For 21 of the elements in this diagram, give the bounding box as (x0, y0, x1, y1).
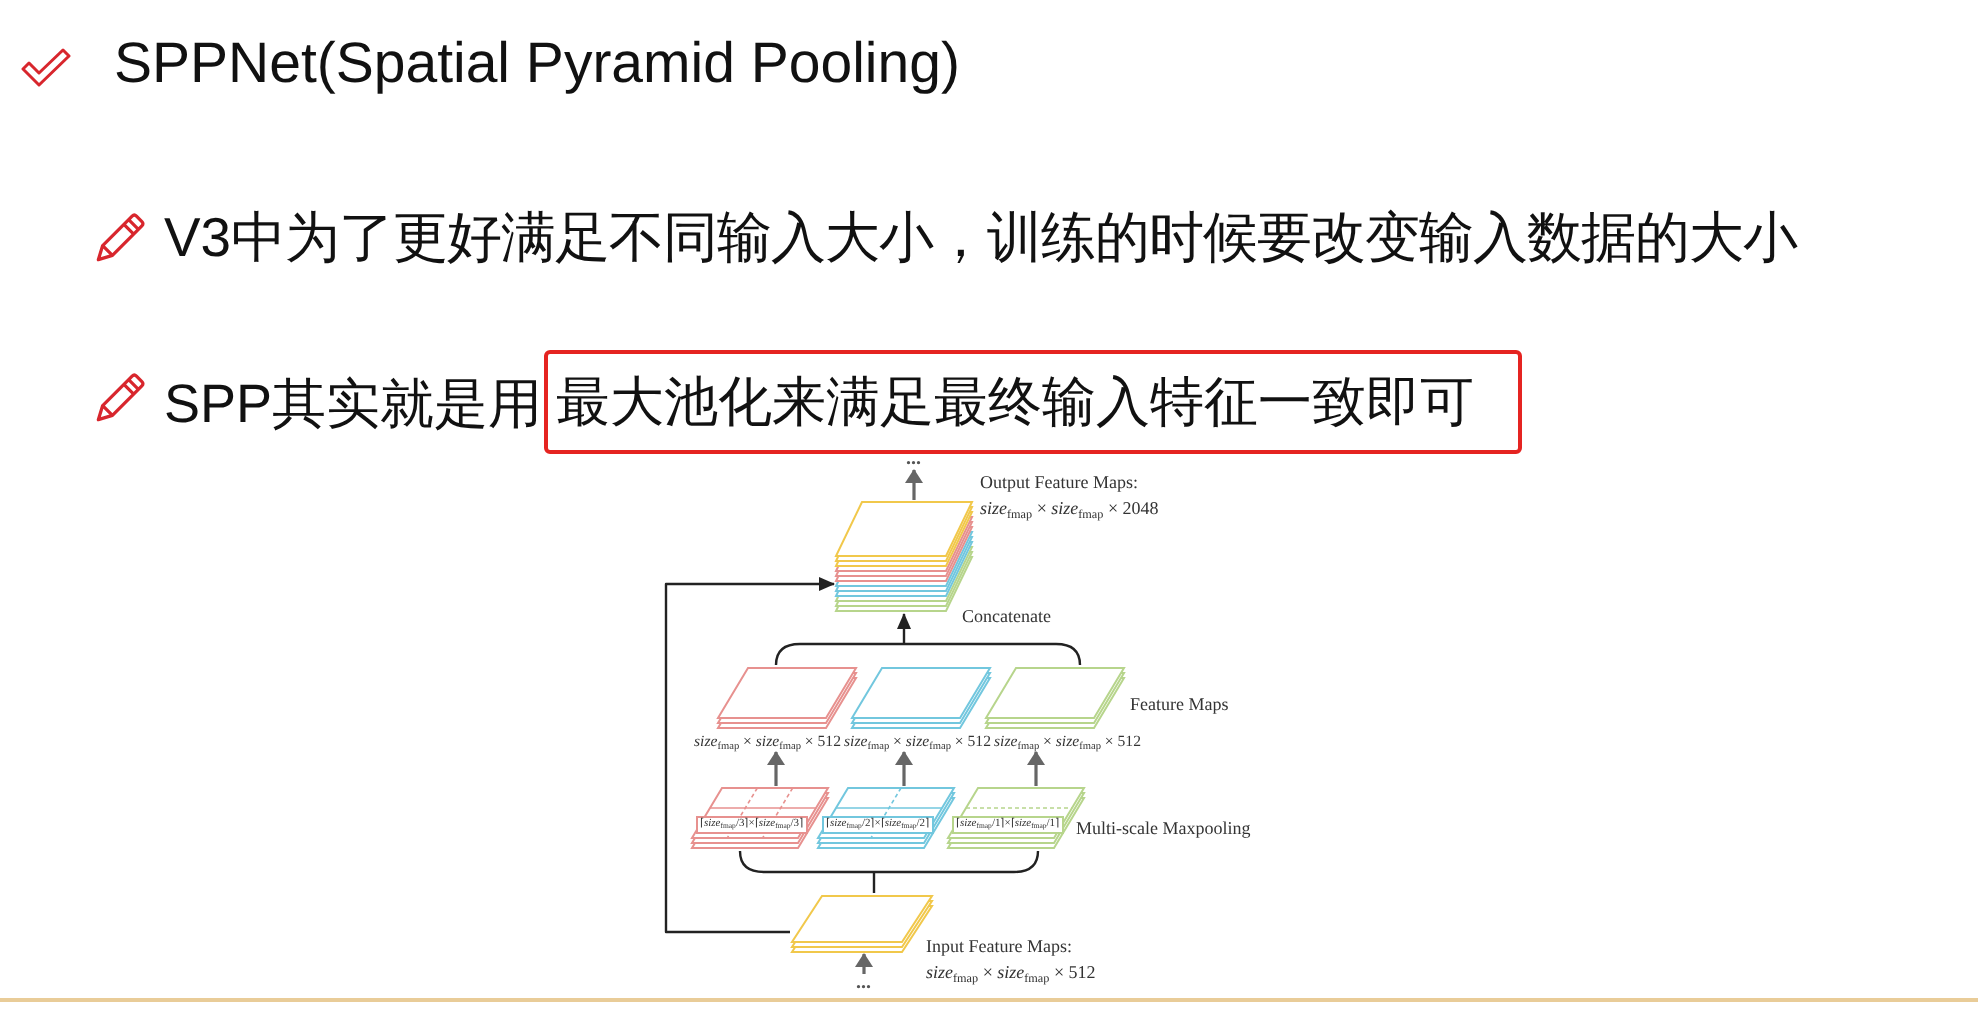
step-label: Concatenate (962, 606, 1051, 628)
size-formula: size$_{fmap}$ × size$_{fmap}$ × 512 (926, 962, 1096, 984)
arrow (1027, 751, 1045, 786)
brace-arrow (774, 612, 1082, 667)
ellipsis: ... (906, 450, 921, 470)
skip-connection-arrow (664, 577, 835, 934)
stack-label: Input Feature Maps: (926, 936, 1072, 958)
title: SPPNet(Spatial Pyramid Pooling) (114, 32, 960, 96)
row-label: Feature Maps (1130, 694, 1229, 716)
arrow (895, 751, 913, 786)
stack-label: Output Feature Maps: (980, 472, 1138, 494)
arrow (905, 469, 923, 500)
bullet-text: SPP其实就是用 (164, 374, 543, 434)
arrow (855, 953, 873, 974)
brace-connector (738, 849, 1040, 895)
arrow (767, 751, 785, 786)
size-formula: size$_{fmap}$ × size$_{fmap}$ × 2048 (980, 498, 1159, 520)
ellipsis: ... (856, 974, 871, 994)
highlight-box: 最大池化来满足最终输入特征一致即可 (544, 350, 1523, 454)
bullet-text: V3中为了更好满足不同输入大小，训练的时候要改变输入数据的大小 (164, 208, 1798, 268)
row-label: Multi-scale Maxpooling (1076, 818, 1251, 840)
